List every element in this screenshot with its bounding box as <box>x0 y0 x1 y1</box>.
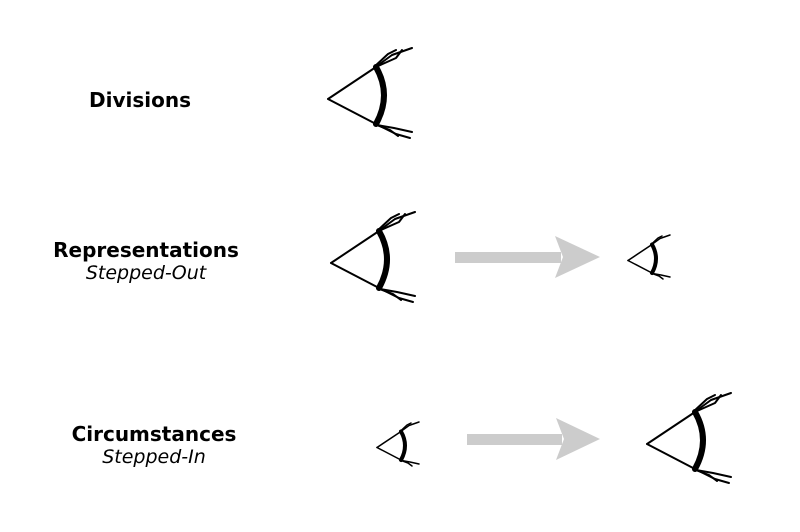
row-title: Circumstances <box>71 422 237 446</box>
row-label-representations: Representations Stepped-Out <box>40 238 252 285</box>
eye-icon <box>327 47 413 139</box>
row-subtitle: Stepped-In <box>102 446 206 468</box>
eye-icon <box>627 234 671 280</box>
row-title: Representations <box>53 238 239 262</box>
row-label-circumstances: Circumstances Stepped-In <box>54 422 254 469</box>
arrow-right-icon <box>467 418 600 460</box>
arrow-right-icon <box>455 236 600 278</box>
eye-icon <box>646 392 732 484</box>
row-label-divisions: Divisions <box>40 88 240 112</box>
row-subtitle: Stepped-Out <box>85 262 207 284</box>
row-title: Divisions <box>89 88 191 112</box>
eye-icon <box>376 421 420 467</box>
eye-icon <box>330 211 416 303</box>
